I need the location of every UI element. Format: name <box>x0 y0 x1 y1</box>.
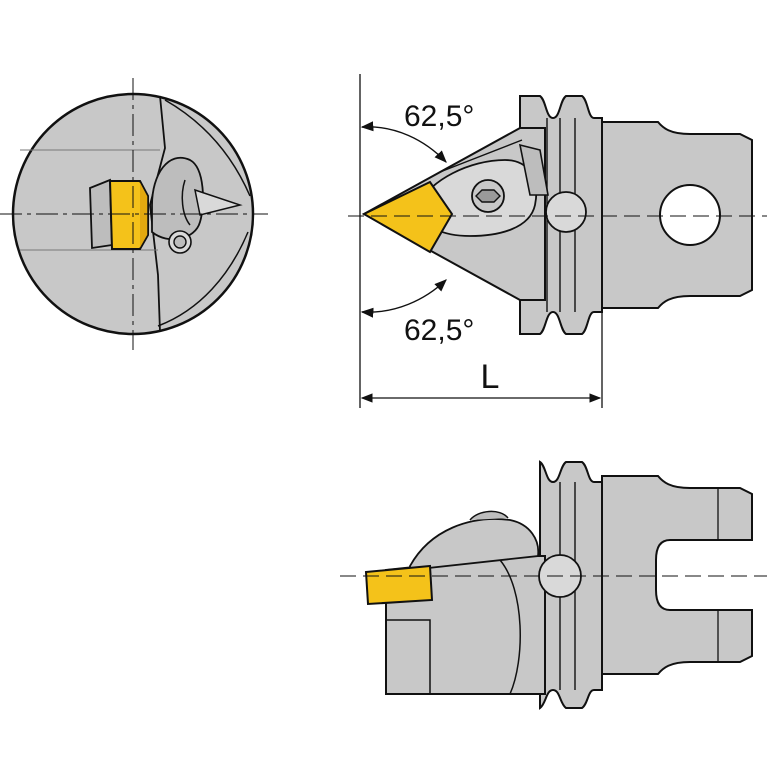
end-view <box>0 78 268 350</box>
side-view-shank <box>601 475 753 675</box>
top-view-ball <box>545 191 587 233</box>
angle-top-arc <box>360 121 447 163</box>
top-view-hole <box>659 184 721 246</box>
angle-bottom-label: 62,5° <box>404 314 474 347</box>
angle-bottom-arc <box>360 279 447 318</box>
top-view: L 62,5° 62,5° <box>348 74 767 408</box>
end-view-face <box>149 95 166 333</box>
side-view <box>340 460 767 710</box>
side-view-clamp <box>409 518 540 572</box>
side-view-insert <box>364 564 434 606</box>
top-view-insert <box>361 180 454 254</box>
length-label: L <box>481 358 500 396</box>
angle-top-label: 62,5° <box>404 100 474 133</box>
